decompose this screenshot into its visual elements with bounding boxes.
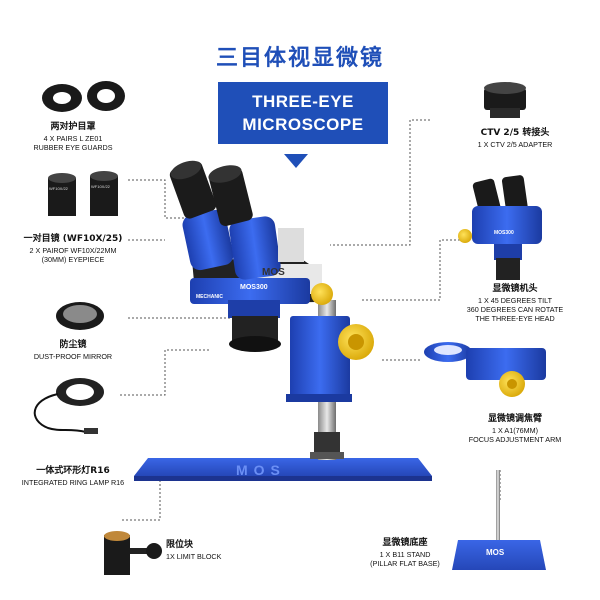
eyepieces-image [48,171,118,216]
brand-mechanic-label: MECHANIC [196,294,223,300]
product-badge: THREE-EYE MICROSCOPE [218,82,388,144]
page-title: 三目体视显微镜 [215,46,384,71]
down-arrow-icon [284,154,308,168]
label-microscope-head: 显微镜机头 1 X 45 DEGREES TILT 360 DEGREES CA… [466,284,564,323]
head-model-label: MOS300 [494,230,514,236]
eyepiece-marking-left: WF10X/22 [49,186,68,191]
main-base-plate [134,458,432,476]
base-logo-label: MOS [236,462,286,478]
brand-mos-label: MOS [262,267,285,278]
ctv-adapter-image [484,82,526,118]
label-eyepiece: 一对目镜 (WF10X/25) 2 X PAIROF WF10X/22MM (3… [23,234,123,264]
stand-image [452,470,546,570]
badge-line-2: MICROSCOPE [242,115,364,134]
dust-mirror-image [56,302,104,330]
focus-arm [290,316,350,398]
eyepiece-marking-right: WF10X/22 [91,184,110,189]
label-stand: 显微镜底座 1 X B11 STAND (PILLAR FLAT BASE) [370,538,440,568]
label-ring-lamp: 一体式环形灯R16 INTEGRATED RING LAMP R16 [21,466,125,487]
label-limit-block: 限位块 1X LIMIT BLOCK [166,540,222,561]
badge-line-1: THREE-EYE [252,92,354,111]
label-eye-guards: 两对护目罩 4 X PAIRS L ZE01 RUBBER EYE GUARDS [33,122,113,152]
label-dust-mirror: 防尘镜 DUST-PROOF MIRROR [33,340,113,361]
stand-logo-label: MOS [486,548,505,557]
binocular-tubes [169,160,281,280]
limit-block-image [104,531,162,575]
ring-lamp-image [33,378,104,434]
label-ctv-adapter: CTV 2/5 转接头 1 X CTV 2/5 ADAPTER [477,128,553,149]
label-focus-arm: 显微镜调焦臂 1 X A1(76MM) FOCUS ADJUSTMENT ARM [468,414,562,444]
focus-arm-image [424,342,546,397]
brand-model-label: MOS300 [240,284,268,291]
microscope-head-image [458,175,542,280]
eye-guards-image [42,81,125,112]
